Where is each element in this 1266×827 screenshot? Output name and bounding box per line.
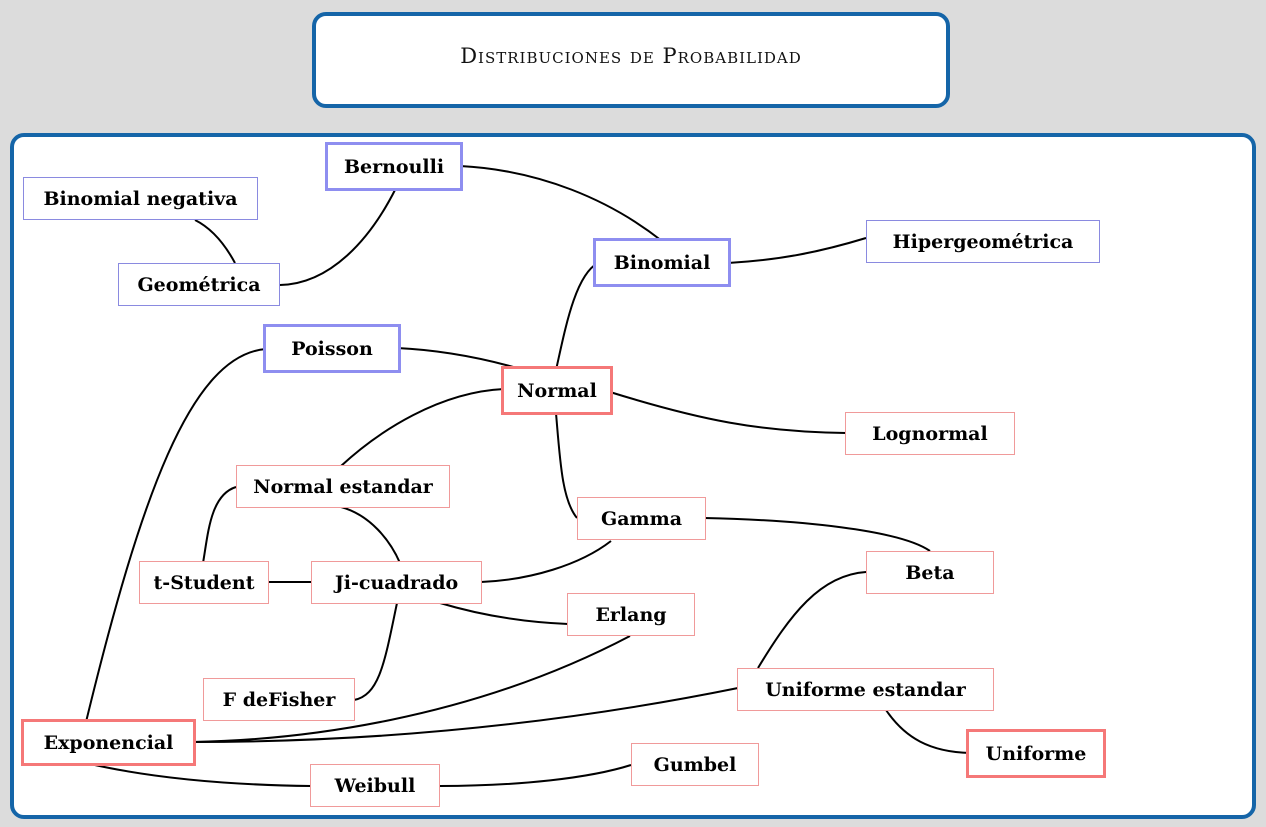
title-box: Distribuciones de Probabilidad xyxy=(312,12,950,108)
node-uniforme: Uniforme xyxy=(969,732,1103,775)
node-bernoulli: Bernoulli xyxy=(328,145,460,188)
edge-binomial-normal xyxy=(555,262,599,371)
node-weibull: Weibull xyxy=(310,764,440,807)
diagram-title: Distribuciones de Probabilidad xyxy=(460,44,802,68)
edge-exponencial-weibull xyxy=(85,762,312,787)
node-gumbel: Gumbel xyxy=(631,743,759,786)
node-lognormal: Lognormal xyxy=(845,412,1015,455)
edge-poisson-exponencial xyxy=(85,348,267,723)
edge-binomialneg-geometrica xyxy=(194,219,236,264)
edge-jicuadrado-erlang xyxy=(439,602,569,625)
node-f-fisher: F deFisher xyxy=(203,678,355,721)
node-normal: Normal xyxy=(504,369,610,412)
edge-uniformeestandar-uniforme xyxy=(885,709,971,754)
edge-poisson-normal xyxy=(396,347,525,371)
edge-gamma-beta xyxy=(703,517,931,552)
node-hipergeometrica: Hipergeométrica xyxy=(866,220,1100,263)
node-beta: Beta xyxy=(866,551,994,594)
edge-binomial-hipergeometrica xyxy=(727,237,867,264)
node-exponencial: Exponencial xyxy=(24,722,193,763)
node-ji-cuadrado: Ji-cuadrado xyxy=(311,561,482,604)
node-poisson: Poisson xyxy=(266,327,398,370)
edge-beta-uniformeestandar xyxy=(757,571,867,669)
edge-normal-lognormal xyxy=(609,391,847,434)
edge-bernoulli-binomial xyxy=(459,165,663,242)
node-geometrica: Geométrica xyxy=(118,263,280,306)
node-t-student: t-Student xyxy=(139,561,269,604)
edge-normal-gamma xyxy=(555,412,578,519)
edge-gamma-jicuadrado xyxy=(480,540,612,583)
edge-normalestandar-tstudent xyxy=(202,486,237,564)
edge-uniformeestandar-exponencial xyxy=(192,687,739,743)
node-binomial-negativa: Binomial negativa xyxy=(23,177,258,220)
edge-jicuadrado-ffisher xyxy=(353,602,398,701)
edge-bernoulli-geometrica xyxy=(279,187,397,286)
edge-normal-normalestandar xyxy=(340,388,505,467)
node-erlang: Erlang xyxy=(567,593,695,636)
node-normal-estandar: Normal estandar xyxy=(236,465,450,508)
edge-weibull-gumbel xyxy=(439,764,632,787)
node-uniforme-estandar: Uniforme estandar xyxy=(737,668,994,711)
node-binomial: Binomial xyxy=(596,241,728,284)
node-gamma: Gamma xyxy=(577,497,706,540)
edge-erlang-exponencial xyxy=(192,635,631,743)
edge-normalestandar-jicuadrado xyxy=(340,506,401,564)
